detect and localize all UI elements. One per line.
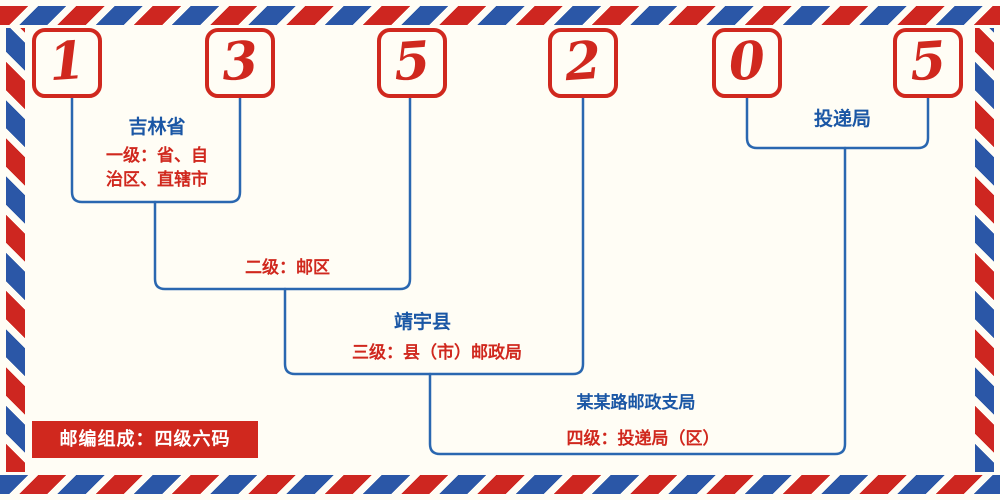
connector-level3 (283, 96, 585, 376)
envelope-stripe-left (6, 28, 25, 472)
connector-delivery-bracket (745, 96, 930, 150)
level4-label: 四级：投递局（区） (566, 429, 720, 448)
digit-2: 3 (219, 29, 261, 93)
delivery-office-label: 投递局 (813, 109, 871, 130)
digit-4: 2 (562, 29, 604, 93)
digit-5: 0 (726, 29, 768, 93)
digit-box-4: 2 (548, 28, 618, 98)
digit-6: 5 (907, 29, 949, 93)
county-name-label: 靖宇县 (393, 312, 451, 333)
connector-level4 (428, 146, 847, 456)
digit-box-1: 1 (32, 28, 102, 98)
envelope-stripe-bottom (0, 475, 1000, 494)
digit-1: 1 (46, 29, 88, 93)
level2-label: 二级：邮区 (245, 258, 330, 277)
level1-label-line2: 治区、直辖市 (106, 170, 208, 189)
province-name-label: 吉林省 (128, 117, 186, 138)
digit-box-3: 5 (377, 28, 447, 98)
digit-box-2: 3 (205, 28, 275, 98)
envelope-stripe-right (975, 28, 994, 472)
digit-3: 5 (391, 29, 433, 93)
digit-box-6: 5 (893, 28, 963, 98)
footer-composition-badge: 邮编组成：四级六码 (32, 421, 258, 458)
envelope-stripe-top (0, 6, 1000, 25)
connector-level2 (153, 96, 412, 291)
level1-label-line1: 一级：省、自 (106, 146, 208, 165)
branch-name-label: 某某路邮政支局 (576, 393, 696, 412)
digit-box-5: 0 (712, 28, 782, 98)
level3-label: 三级：县（市）邮政局 (352, 343, 522, 362)
